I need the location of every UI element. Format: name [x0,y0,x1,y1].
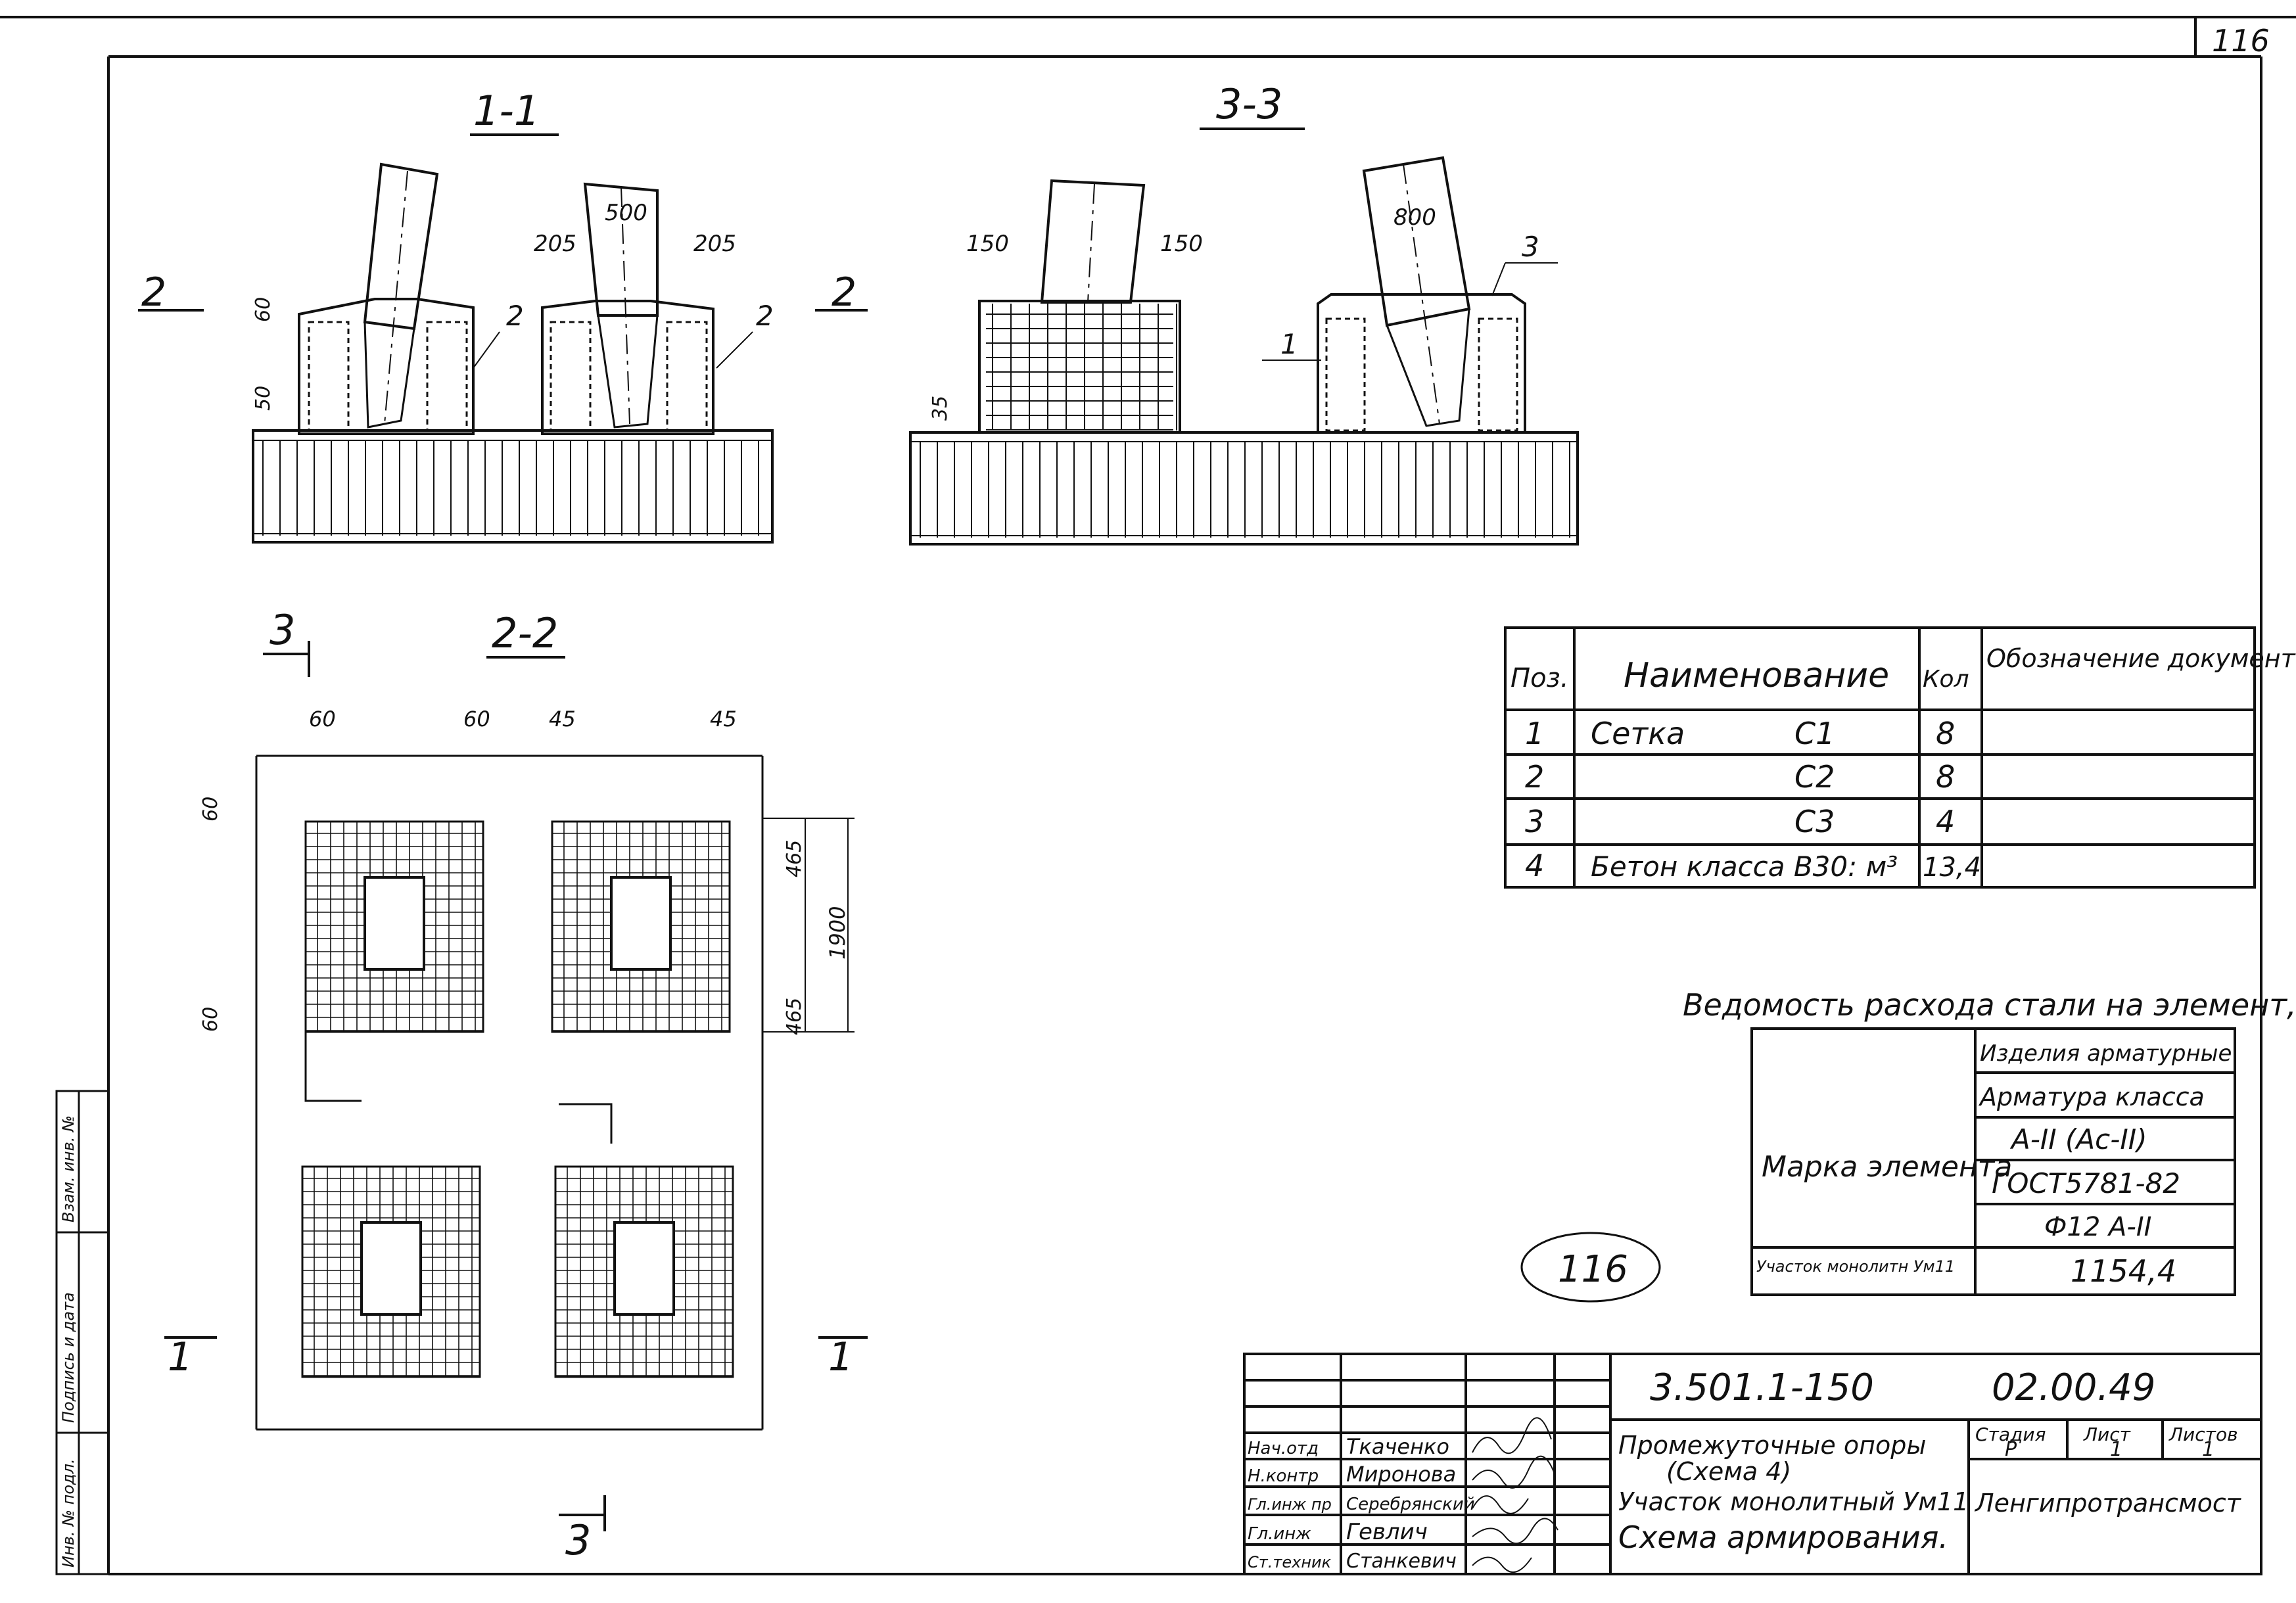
section-title-2-2: 2-2 [492,609,558,657]
steel-row-value: 1154,4 [2071,1253,2176,1289]
tb-name-4: Гевлич [1346,1519,1428,1545]
section-title-3-3: 3-3 [1216,80,1282,128]
spec-h-pos: Поз. [1511,663,1569,693]
spec-r2-mark: С2 [1794,759,1835,795]
tb-name-3: Серебрянский [1346,1495,1475,1514]
dim-150b: 150 [1160,231,1203,257]
page-number: 116 [2212,23,2270,58]
spec-h-name: Наименование [1624,656,1889,695]
dim-150a: 150 [966,231,1009,257]
dim-60c: 60 [199,797,222,822]
tb-stadia-label: Стадия [1975,1424,2046,1445]
tb-code: 3.501.1-150 [1650,1366,1874,1409]
tb-role-1: Нач.отд [1248,1439,1319,1458]
spec-r1-name: Сетка [1591,716,1685,751]
stamp-oval [1520,1232,1661,1303]
leader-3: 3 [1522,231,1539,263]
steel-row-label: Участок монолитн Ум11 [1756,1257,1955,1276]
steel-h5: Ф12 А-II [2044,1212,2151,1242]
dim-800: 800 [1394,204,1436,231]
side-stamp [55,1090,110,1575]
steel-h1: Изделия арматурные [1980,1040,2232,1067]
spec-r3-mark: С3 [1794,804,1835,839]
spec-h-qty: Кол [1923,666,1969,693]
dim-500: 500 [605,200,647,226]
leader-2a: 2 [506,300,524,332]
side-vzam: Взам. инв. № [59,1115,78,1222]
tb-role-3: Гл.инж пр [1248,1495,1332,1514]
tb-org: Ленгипротрансмост [1974,1489,2242,1518]
steel-title: Ведомость расхода стали на элемент, кг [1683,987,2296,1023]
spec-r4-name: Бетон класса В30: м³ [1591,850,1898,883]
tb-desc2: (Схема 4) [1666,1457,1791,1486]
dim-205b: 205 [693,231,736,257]
dim-50: 50 [252,386,275,411]
spec-table [1504,626,2256,889]
steel-h4: ГОСТ5781-82 [1992,1167,2180,1199]
side-podpis: Подпись и дата [59,1292,78,1423]
dim-60b: 60 [463,707,490,732]
cut-mark-3-bottom: 3 [565,1516,591,1564]
spec-r4-qty: 13,4 [1923,852,1981,883]
tb-role-4: Гл.инж [1248,1524,1311,1544]
steel-h3: А-II (Ас-II) [2009,1123,2147,1155]
tb-name-5: Станкевич [1346,1550,1457,1573]
dim-60a: 60 [309,707,336,732]
spec-r3-qty: 4 [1936,804,1955,839]
tb-name-2: Миронова [1346,1462,1456,1487]
spec-r3-pos: 3 [1525,804,1544,839]
spec-r1-pos: 1 [1525,716,1544,751]
dim-45a: 45 [549,707,576,732]
tb-name-1: Ткаченко [1346,1434,1449,1459]
leader-2b: 2 [756,300,774,332]
spec-r1-qty: 8 [1936,716,1955,751]
tb-list: 1 [2110,1438,2122,1461]
spec-h-doc: Обозначение документа [1986,644,2296,673]
leader-1: 1 [1280,328,1298,360]
steel-table [1750,1027,2236,1296]
sheet-frame [0,16,2296,1575]
tb-listov: 1 [2202,1438,2214,1461]
section-1-1: 1-1 2 2 500 205 205 60 50 2 2 [138,87,868,544]
dim-465a: 465 [783,840,806,877]
tb-sheet-code: 02.00.49 [1992,1366,2155,1409]
spec-r4-pos: 4 [1525,848,1544,883]
dim-60: 60 [252,297,275,322]
section-title-1-1: 1-1 [473,87,540,135]
cut-mark-1-right: 1 [828,1334,853,1380]
tb-role-5: Ст.техник [1248,1553,1332,1571]
tb-listov-label: Листов [2168,1424,2238,1445]
spec-r2-pos: 2 [1525,759,1544,795]
tb-desc4: Схема армирования. [1618,1520,1948,1555]
dim-1900: 1900 [825,906,850,960]
cut-mark-1-left: 1 [168,1334,193,1380]
dim-205a: 205 [534,231,576,257]
tb-desc1: Промежуточные опоры [1618,1431,1926,1460]
dim-35: 35 [929,396,952,421]
tb-stadia: Р [2005,1438,2017,1461]
tb-desc3: Участок монолитный Ум11 [1618,1487,1969,1516]
dim-465b: 465 [783,998,806,1035]
dim-60d: 60 [199,1007,222,1032]
cut-mark-2-right: 2 [832,269,856,315]
dim-45b: 45 [710,707,737,732]
spec-r1-mark: С1 [1794,716,1835,751]
signatures [1472,1417,1558,1573]
steel-h2: Арматура класса [1978,1082,2205,1111]
section-3-3: 3-3 150 150 35 800 1 3 [909,80,1579,546]
section-2-2: 2-2 3 3 1 1 60 60 45 45 60 60 465 465 19… [164,606,868,1564]
cut-mark-2-left: 2 [141,269,166,315]
tb-role-2: Н.контр [1248,1466,1319,1486]
stamp-oval-text: 116 [1558,1248,1628,1291]
cut-mark-3-top: 3 [269,606,295,654]
spec-r2-qty: 8 [1936,759,1955,795]
tb-list-label: Лист [2083,1424,2131,1445]
steel-marka: Марка элемента [1762,1150,2012,1184]
side-inv-podl: Инв. № подл. [59,1458,78,1568]
